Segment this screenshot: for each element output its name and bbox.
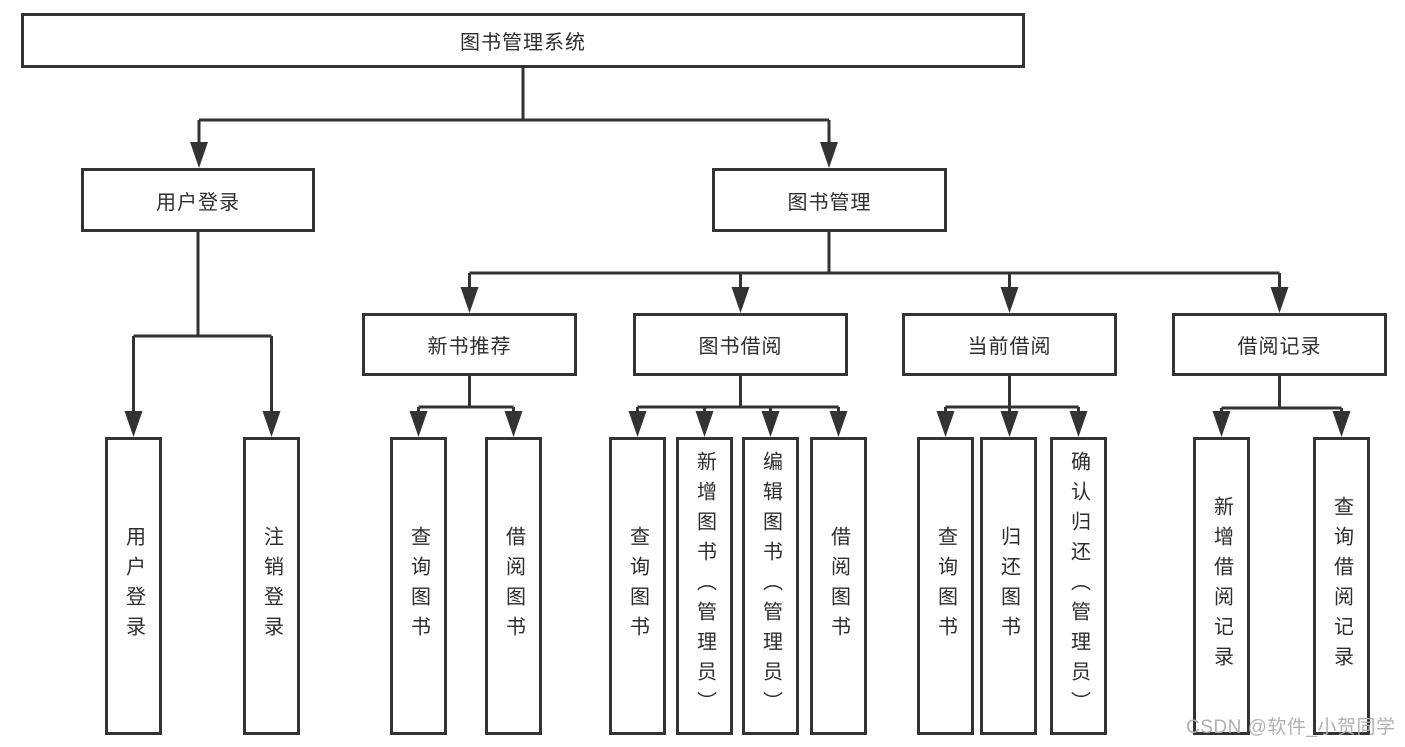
node-library-management-system: 图书管理系统 [21, 13, 1025, 68]
leaf-label: 借阅图书 [827, 526, 850, 646]
node-label: 新书推荐 [427, 336, 512, 358]
leaf-query-books-borrow: 查询图书 [609, 437, 666, 735]
node-borrowing-records: 借阅记录 [1172, 313, 1387, 376]
csdn-watermark: CSDN @软件_小贺同学 [1186, 717, 1396, 738]
leaf-borrow-books-recommend: 借阅图书 [485, 437, 542, 735]
node-label: 图书管理系统 [460, 32, 586, 54]
leaf-borrow-books: 借阅图书 [810, 437, 867, 735]
leaf-add-book-admin: 新增图书（管理员） [676, 437, 733, 735]
leaf-label: 查询图书 [407, 526, 430, 646]
leaf-query-borrow-record: 查询借阅记录 [1313, 437, 1370, 735]
node-user-login: 用户登录 [81, 168, 315, 232]
node-label: 借阅记录 [1237, 336, 1322, 358]
leaf-query-books-recommend: 查询图书 [390, 437, 447, 735]
node-new-book-recommendation: 新书推荐 [362, 313, 577, 376]
leaf-add-borrow-record: 新增借阅记录 [1193, 437, 1250, 735]
leaf-edit-book-admin: 编辑图书（管理员） [742, 437, 799, 735]
leaf-label: 借阅图书 [502, 526, 525, 646]
leaf-label: 用户登录 [122, 526, 145, 646]
leaf-return-book: 归还图书 [980, 437, 1037, 735]
leaf-label: 注销登录 [260, 526, 283, 646]
node-current-borrowing: 当前借阅 [902, 313, 1117, 376]
connector-stems [132, 68, 1343, 415]
leaf-confirm-return-admin: 确认归还（管理员） [1050, 437, 1107, 735]
node-label: 当前借阅 [967, 336, 1052, 358]
leaf-user-login: 用户登录 [105, 437, 162, 735]
leaf-label: 归还图书 [997, 526, 1020, 646]
leaf-label: 新增图书（管理员） [693, 451, 716, 721]
leaf-label: 确认归还（管理员） [1067, 451, 1090, 721]
leaf-label: 查询图书 [626, 526, 649, 646]
leaf-logout: 注销登录 [243, 437, 300, 735]
leaf-query-books-current: 查询图书 [917, 437, 974, 735]
node-book-management: 图书管理 [712, 168, 947, 232]
node-label: 图书借阅 [698, 336, 783, 358]
leaf-label: 新增借阅记录 [1210, 496, 1233, 676]
arrowheads [124, 142, 1351, 437]
leaf-label: 查询借阅记录 [1330, 496, 1353, 676]
node-book-borrowing: 图书借阅 [633, 313, 848, 376]
node-label: 用户登录 [156, 191, 240, 214]
node-label: 图书管理 [787, 191, 872, 214]
leaf-label: 查询图书 [934, 526, 957, 646]
leaf-label: 编辑图书（管理员） [759, 451, 782, 721]
